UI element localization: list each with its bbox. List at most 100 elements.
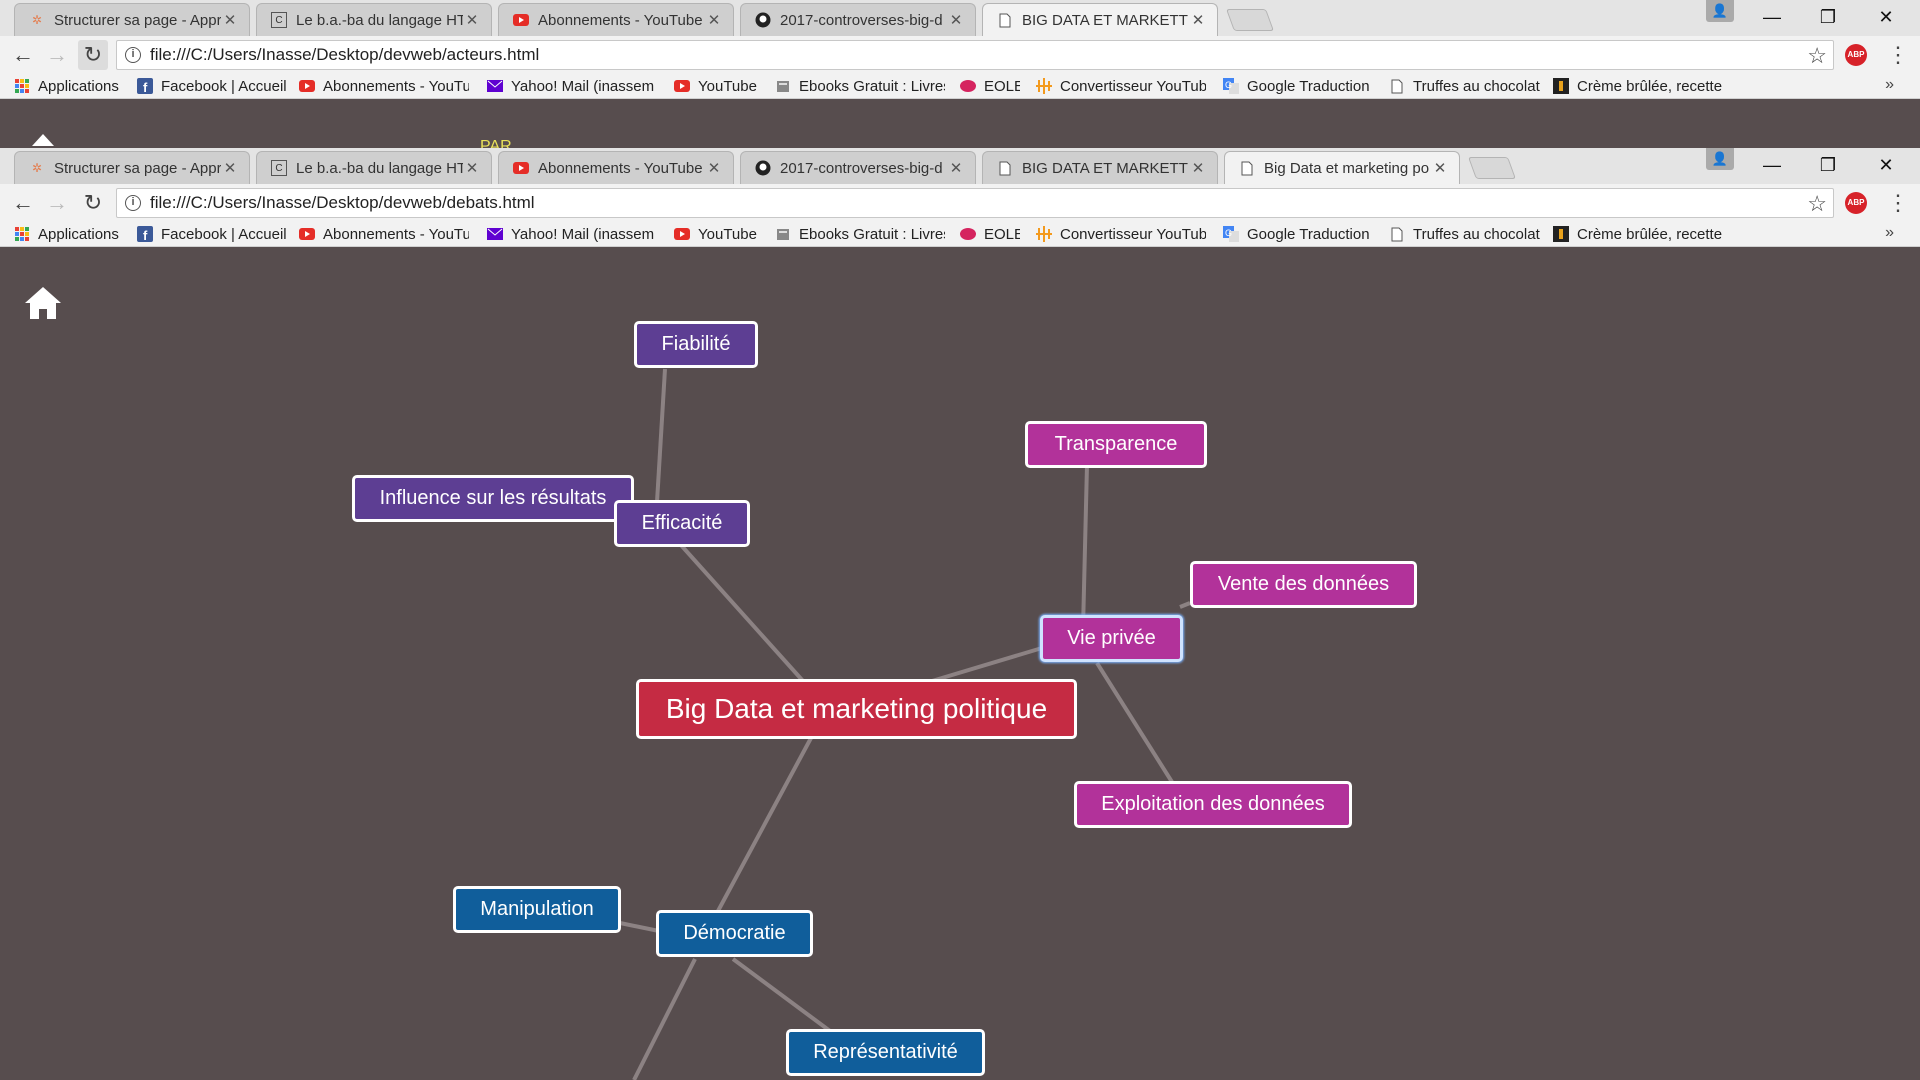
front-tab-1[interactable]: ✲ Structurer sa page - Appr ✕ bbox=[14, 151, 250, 184]
close-icon[interactable]: ✕ bbox=[1433, 160, 1447, 177]
new-tab-button[interactable] bbox=[1467, 157, 1517, 179]
profile-icon[interactable]: 👤 bbox=[1706, 148, 1734, 170]
front-tab-5[interactable]: BIG DATA ET MARKETTIN ✕ bbox=[982, 151, 1218, 184]
chevron-right-icon[interactable]: » bbox=[1885, 224, 1894, 241]
back-tab-5[interactable]: BIG DATA ET MARKETTIN ✕ bbox=[982, 3, 1218, 36]
restore-icon[interactable]: ❐ bbox=[1819, 154, 1837, 175]
info-icon[interactable]: i bbox=[125, 195, 141, 211]
front-tab-2[interactable]: C Le b.a.-ba du langage HT ✕ bbox=[256, 151, 492, 184]
bookmark-item[interactable]: Ebooks Gratuit : Livres bbox=[775, 224, 945, 244]
close-icon[interactable]: ✕ bbox=[949, 12, 963, 29]
bookmark-item[interactable]: Crème brûlée, recette bbox=[1553, 224, 1722, 244]
bookmark-item[interactable]: Ebooks Gratuit : Livres bbox=[775, 76, 945, 96]
restore-icon[interactable]: ❐ bbox=[1819, 6, 1837, 27]
close-icon[interactable]: ✕ bbox=[465, 160, 479, 177]
node-influence[interactable]: Influence sur les résultats bbox=[352, 475, 634, 522]
back-arrow-icon[interactable]: ← bbox=[12, 42, 34, 67]
close-icon[interactable]: ✕ bbox=[1191, 160, 1205, 177]
bookmark-item[interactable]: Abonnements - YouTu bbox=[299, 76, 469, 96]
bookmark-item[interactable]: Applications bbox=[14, 224, 119, 244]
front-tab-strip: ✲ Structurer sa page - Appr ✕ C Le b.a.-… bbox=[0, 148, 1920, 184]
reload-icon[interactable]: ↻ bbox=[83, 190, 103, 215]
new-tab-button[interactable] bbox=[1225, 9, 1275, 31]
bookmark-item[interactable]: YouTube bbox=[674, 224, 757, 244]
url-text[interactable]: file:///C:/Users/Inasse/Desktop/devweb/d… bbox=[150, 193, 535, 212]
bookmark-item[interactable]: EOLE bbox=[960, 224, 1020, 244]
node-representativite[interactable]: Représentativité bbox=[786, 1029, 985, 1076]
bookmark-item[interactable]: Abonnements - YouTu bbox=[299, 224, 469, 244]
bookmark-item[interactable]: Yahoo! Mail (inassem bbox=[487, 76, 654, 96]
node-vente[interactable]: Vente des données bbox=[1190, 561, 1417, 608]
bookmark-item[interactable]: Applications bbox=[14, 76, 119, 96]
back-tab-2[interactable]: C Le b.a.-ba du langage HT ✕ bbox=[256, 3, 492, 36]
url-text[interactable]: file:///C:/Users/Inasse/Desktop/devweb/a… bbox=[150, 45, 540, 64]
close-icon[interactable]: ✕ bbox=[1191, 12, 1205, 29]
minimize-icon[interactable]: — bbox=[1763, 154, 1781, 175]
profile-icon[interactable]: 👤 bbox=[1706, 0, 1734, 22]
close-icon[interactable]: ✕ bbox=[949, 160, 963, 177]
node-vie-privee[interactable]: Vie privée bbox=[1040, 615, 1183, 662]
back-tab-1[interactable]: ✲ Structurer sa page - Appr ✕ bbox=[14, 3, 250, 36]
node-democratie[interactable]: Démocratie bbox=[656, 910, 813, 957]
node-efficacite[interactable]: Efficacité bbox=[614, 500, 750, 547]
apps-grid-icon bbox=[14, 78, 30, 94]
chevron-right-icon[interactable]: » bbox=[1885, 76, 1894, 93]
window-close-icon[interactable]: ✕ bbox=[1878, 154, 1894, 175]
star-icon[interactable]: ☆ bbox=[1807, 191, 1827, 216]
node-fiabilite[interactable]: Fiabilité bbox=[634, 321, 758, 368]
address-bar[interactable]: i file:///C:/Users/Inasse/Desktop/devweb… bbox=[116, 188, 1834, 218]
close-icon[interactable]: ✕ bbox=[223, 12, 237, 29]
home-icon[interactable] bbox=[24, 285, 62, 321]
back-arrow-icon[interactable]: ← bbox=[12, 190, 34, 215]
bookmark-label: Truffes au chocolat bbox=[1413, 225, 1540, 243]
bookmark-item[interactable]: YouTube bbox=[674, 76, 757, 96]
window-close-icon[interactable]: ✕ bbox=[1878, 6, 1894, 27]
close-icon[interactable]: ✕ bbox=[223, 160, 237, 177]
bookmark-label: Ebooks Gratuit : Livres bbox=[799, 225, 945, 243]
close-icon[interactable]: ✕ bbox=[707, 160, 721, 177]
front-tab-6[interactable]: Big Data et marketing po ✕ bbox=[1224, 151, 1460, 184]
edge-central-efficacite bbox=[678, 542, 805, 683]
bookmark-label: Facebook | Accueil bbox=[161, 77, 287, 95]
menu-dots-icon[interactable]: ⋮ bbox=[1887, 190, 1909, 215]
reload-icon[interactable]: ↻ bbox=[78, 40, 108, 70]
github-icon bbox=[755, 12, 771, 28]
bookmark-item[interactable]: Crème brûlée, recette bbox=[1553, 76, 1722, 96]
node-manipulation[interactable]: Manipulation bbox=[453, 886, 621, 933]
node-transparence[interactable]: Transparence bbox=[1025, 421, 1207, 468]
bookmark-item[interactable]: Yahoo! Mail (inassem bbox=[487, 224, 654, 244]
front-tab-4[interactable]: 2017-controverses-big-d ✕ bbox=[740, 151, 976, 184]
page-icon bbox=[1239, 160, 1255, 176]
page-icon bbox=[997, 12, 1013, 28]
bookmark-label: Applications bbox=[38, 77, 119, 95]
node-exploitation[interactable]: Exploitation des données bbox=[1074, 781, 1352, 828]
minimize-icon[interactable]: — bbox=[1763, 6, 1781, 27]
forward-arrow-icon[interactable]: → bbox=[46, 190, 68, 215]
forward-arrow-icon[interactable]: → bbox=[46, 42, 68, 67]
tab-title: 2017-controverses-big-d bbox=[780, 159, 943, 177]
adblock-icon[interactable]: ABP bbox=[1845, 44, 1867, 66]
edge-efficacite-fiabilite bbox=[655, 368, 667, 503]
menu-dots-icon[interactable]: ⋮ bbox=[1887, 42, 1909, 67]
close-icon[interactable]: ✕ bbox=[707, 12, 721, 29]
bookmark-item[interactable]: Truffes au chocolat bbox=[1389, 76, 1540, 96]
bookmark-item[interactable]: EOLE bbox=[960, 76, 1020, 96]
bookmark-item[interactable]: Truffes au chocolat bbox=[1389, 224, 1540, 244]
front-tab-3[interactable]: Abonnements - YouTube ✕ bbox=[498, 151, 734, 184]
bookmark-item[interactable]: Convertisseur YouTub bbox=[1036, 224, 1206, 244]
tab-title: Big Data et marketing po bbox=[1264, 159, 1430, 177]
address-bar[interactable]: i file:///C:/Users/Inasse/Desktop/devweb… bbox=[116, 40, 1834, 70]
node-central[interactable]: Big Data et marketing politique bbox=[636, 679, 1077, 739]
bookmark-item[interactable]: Convertisseur YouTub bbox=[1036, 76, 1206, 96]
info-icon[interactable]: i bbox=[125, 47, 141, 63]
back-tab-4[interactable]: 2017-controverses-big-d ✕ bbox=[740, 3, 976, 36]
close-icon[interactable]: ✕ bbox=[465, 12, 479, 29]
star-icon[interactable]: ☆ bbox=[1807, 43, 1827, 68]
back-tab-3[interactable]: Abonnements - YouTube ✕ bbox=[498, 3, 734, 36]
youtube-icon bbox=[299, 226, 315, 242]
adblock-icon[interactable]: ABP bbox=[1845, 192, 1867, 214]
